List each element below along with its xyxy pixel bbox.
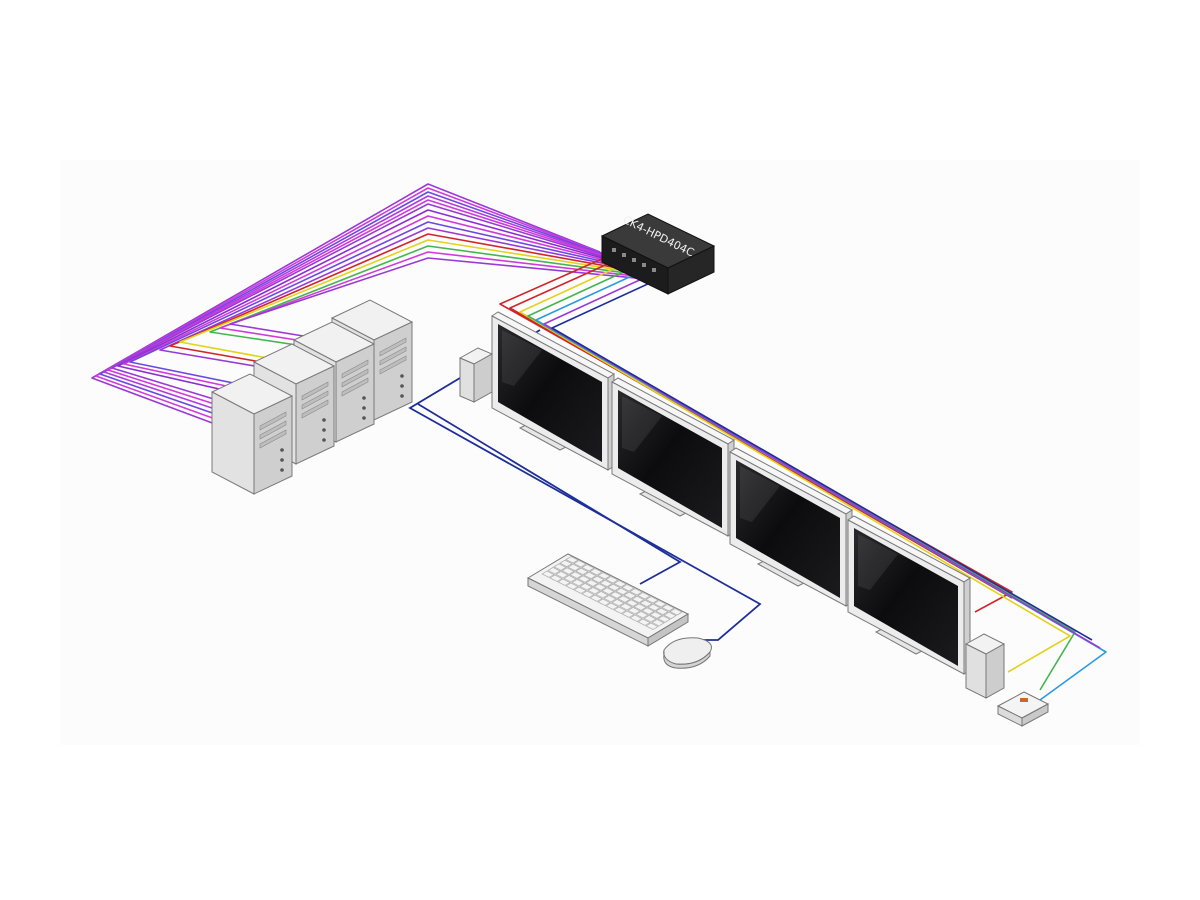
speaker-icon	[964, 633, 1006, 699]
kvm-switch-icon: CK4-HPD404C	[600, 213, 716, 295]
cable-bundle-monitors	[499, 257, 1107, 701]
audio-device-icon	[996, 691, 1050, 727]
speaker-icon	[458, 347, 494, 403]
cable-bundle-computers	[91, 183, 657, 425]
keyboard-icon	[526, 553, 690, 647]
monitor-icon	[611, 377, 735, 537]
mouse-icon	[663, 637, 712, 669]
computer-tower-icon	[210, 373, 294, 495]
monitor-icon	[491, 311, 615, 471]
cable-keyboard-mouse	[408, 329, 762, 641]
monitor-icon	[847, 515, 971, 675]
